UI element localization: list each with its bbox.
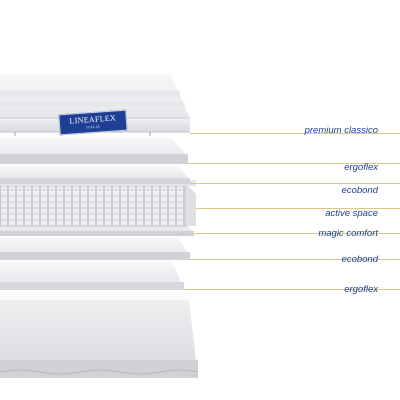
leader-line-ergoflex-upper	[188, 163, 400, 164]
mattress-base-cover	[0, 292, 199, 378]
leader-line-magic-comfort	[194, 233, 400, 234]
layer-ecobond-lower	[0, 238, 190, 260]
layer-active-space-springs	[0, 180, 196, 227]
leader-line-ecobond-lower	[190, 259, 400, 260]
label-ecobond-upper: ecobond	[341, 185, 378, 196]
leader-line-active-space	[196, 208, 400, 209]
leader-line-ergoflex-lower	[184, 289, 400, 290]
label-ecobond-lower: ecobond	[341, 254, 378, 265]
layer-premium-classico-cover	[0, 74, 190, 136]
leader-line-ecobond-upper	[190, 183, 400, 184]
layer-ergoflex-lower	[0, 262, 184, 290]
label-ergoflex-upper: ergoflex	[344, 162, 378, 173]
label-magic-comfort: magic comfort	[318, 228, 378, 239]
label-active-space: active space	[325, 208, 378, 219]
layer-ergoflex-upper	[0, 138, 188, 164]
layer-ecobond-upper	[0, 166, 190, 184]
leader-line-premium-classico	[190, 133, 400, 134]
label-premium-classico: premium classico	[304, 125, 378, 136]
label-ergoflex-lower: ergoflex	[344, 284, 378, 295]
